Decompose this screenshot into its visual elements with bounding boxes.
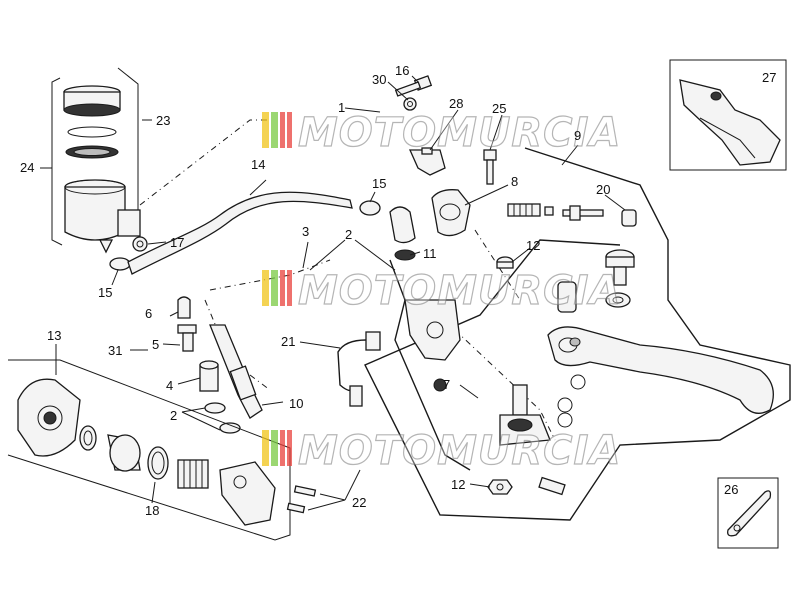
spring-part-lower (538, 476, 566, 496)
callout-30: 30 (372, 72, 386, 87)
callout-5: 5 (152, 337, 159, 352)
seal-part-slave (79, 425, 97, 451)
callout-24: 24 (20, 160, 34, 175)
callout-15-left: 15 (98, 285, 112, 300)
inset-box-26 (717, 477, 779, 549)
hose-clip-part-17 (132, 236, 148, 252)
callout-27: 27 (762, 70, 776, 85)
callout-23: 23 (156, 113, 170, 128)
hose-clip-part-15-left (109, 257, 131, 271)
seal-part-18 (147, 446, 169, 480)
callout-labels: 1 2 2 3 4 5 6 7 8 9 10 11 12 12 13 14 15… (20, 63, 776, 518)
callout-18: 18 (145, 503, 159, 518)
reservoir-cap-part-23 (63, 85, 121, 159)
callout-10: 10 (289, 396, 303, 411)
callout-22: 22 (352, 495, 366, 510)
watermark-text-bottom: MOTOMURCIA (298, 428, 621, 474)
adapter-part-4 (199, 360, 219, 392)
reservoir-body-part-24 (64, 179, 141, 254)
fitting-part-5-31 (177, 324, 197, 352)
callout-3: 3 (302, 224, 309, 239)
callout-8: 8 (511, 174, 518, 189)
washer-part-30 (403, 97, 417, 111)
callout-21: 21 (281, 334, 295, 349)
callout-7: 7 (443, 377, 450, 392)
callout-4: 4 (166, 378, 173, 393)
spring-part-8-right (507, 203, 554, 217)
callout-12-lower: 12 (451, 477, 465, 492)
slave-cylinder-cover-part (219, 461, 276, 526)
callout-16: 16 (395, 63, 409, 78)
leader-lines (40, 75, 626, 511)
clutch-lever-part-9 (547, 326, 774, 414)
clamp-part-8 (431, 189, 471, 237)
watermark-bottom: MOTOMURCIA (262, 427, 621, 475)
hose-clip-part-15-top (359, 200, 381, 216)
hose-part-14 (127, 191, 353, 275)
reservoir-group-bracket (51, 67, 139, 246)
callout-28: 28 (449, 96, 463, 111)
callout-26: 26 (724, 482, 738, 497)
callout-12-upper: 12 (526, 238, 540, 253)
callout-15-top: 15 (372, 176, 386, 191)
master-cylinder-body (404, 299, 461, 392)
spring-part-slave (177, 459, 209, 489)
callout-25: 25 (492, 101, 506, 116)
watermark-text-middle: MOTOMURCIA (298, 268, 621, 314)
callout-9: 9 (574, 128, 581, 143)
nut-part-12-lower (487, 479, 513, 495)
watermark-text-top: MOTOMURCIA (298, 110, 621, 156)
pin-part-20 (562, 205, 637, 227)
screws-part-22 (286, 485, 317, 514)
callout-2-left: 2 (170, 408, 177, 423)
callout-1: 1 (338, 100, 345, 115)
knob-part-lever-adjuster (605, 249, 635, 308)
fitting-part-6 (177, 296, 191, 319)
slave-cylinder-body-part-13 (17, 378, 81, 457)
watermark-middle: MOTOMURCIA (262, 267, 621, 315)
clips-part-lever (557, 374, 586, 428)
callout-11: 11 (423, 246, 437, 261)
pivot-part-7 (499, 384, 551, 446)
piston-part-slave (107, 434, 141, 472)
dust-cap-part-12 (496, 256, 514, 269)
screw-part-16 (394, 75, 433, 97)
callout-31: 31 (108, 343, 122, 358)
bracket-part-28 (408, 147, 446, 176)
watermark-top: MOTOMURCIA (262, 109, 621, 157)
callout-17: 17 (170, 235, 184, 250)
banjo-fitting-part-11 (389, 206, 416, 261)
callout-14: 14 (251, 157, 265, 172)
sleeve-part-lever-center (557, 281, 577, 313)
slave-cylinder-group-box-13 (7, 359, 291, 541)
callout-6: 6 (145, 306, 152, 321)
washers-part-2-left (204, 402, 241, 434)
switch-cable-part-21 (337, 331, 381, 407)
callout-13: 13 (47, 328, 61, 343)
callout-2-top: 2 (345, 227, 352, 242)
inset-box-27 (669, 59, 787, 171)
hose-part-10 (209, 324, 263, 419)
callout-20: 20 (596, 182, 610, 197)
